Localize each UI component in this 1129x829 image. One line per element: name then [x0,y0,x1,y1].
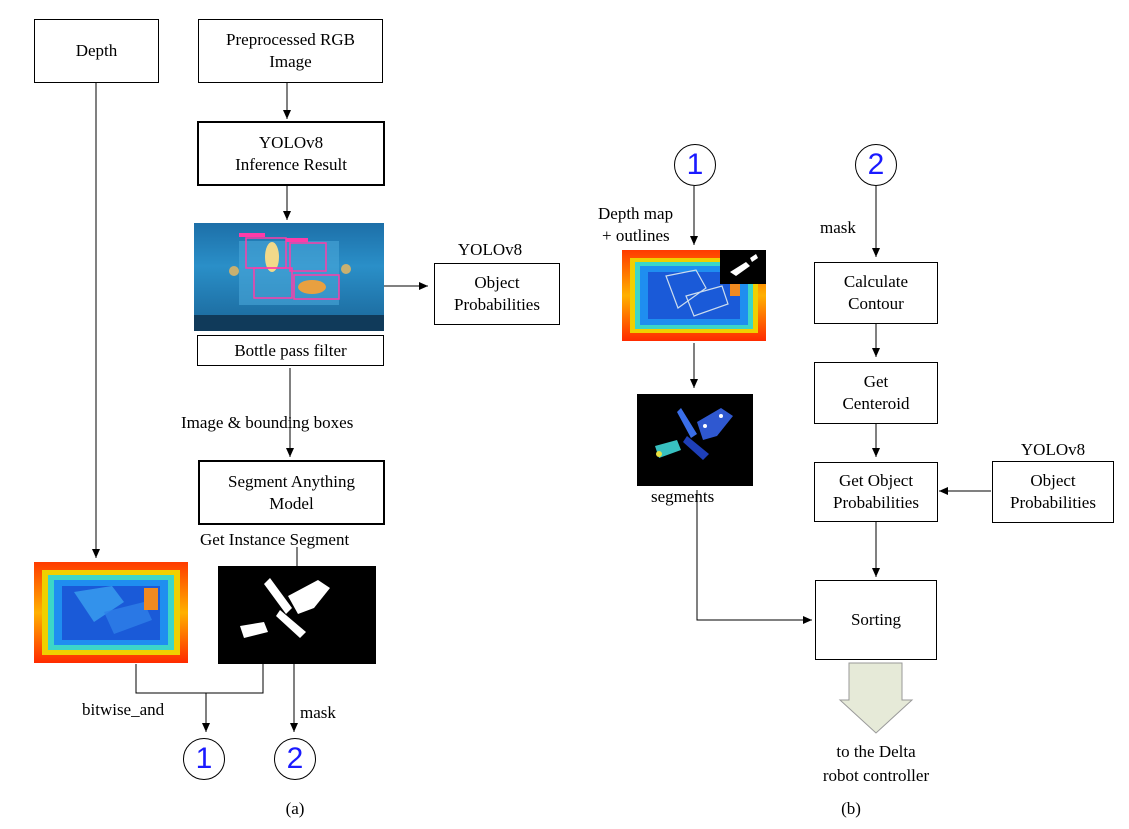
rgb-line1: Preprocessed RGB [226,30,355,49]
line-segment-join [206,664,264,694]
depth-image [34,562,188,663]
caption-a: (a) [285,799,305,818]
segment-mask-image [218,566,376,664]
instance-segment-label: Get Instance Segment [200,530,350,549]
contour-line1: Calculate [843,272,909,291]
image-bbox-label: Image & bounding boxes [181,413,354,432]
getprob-line2: Probabilities [833,493,919,512]
circle-1-b: 1 [674,144,716,186]
mask-label-a: mask [300,703,336,722]
bottle-filter-label: Bottle pass filter [234,340,347,360]
delta-line2: robot controller [822,766,930,785]
yolo-line2: Inference Result [235,154,347,174]
rgb-line2: Image [269,52,312,71]
mask-label-b: mask [820,218,856,237]
contour-line2: Contour [848,294,904,313]
arrow-segments-to-sorting [696,490,812,624]
big-down-arrow [838,662,914,734]
detection-image-content [194,233,384,331]
depth-map-line2: + outlines [602,226,670,245]
yolo-label-b: YOLOv8 [1020,440,1086,459]
centroid-line1: Get [863,372,889,391]
objprob-b-line2: Probabilities [1010,493,1096,512]
sorting-box: Sorting [815,580,937,660]
yolo-inference-box: YOLOv8 Inference Result [197,121,385,186]
centroid-line2: Centeroid [842,394,910,413]
sam-line1: Segment Anything [227,471,356,491]
object-probabilities-box-a: Object Probabilities [434,263,560,325]
depth-map-line1: Depth map [598,204,674,223]
caption-b: (b) [841,799,861,818]
get-centroid-box: Get Centeroid [814,362,938,424]
bottle-pass-filter-box: Bottle pass filter [197,335,384,366]
calculate-contour-box: Calculate Contour [814,262,938,324]
circle-1-a: 1 [183,738,225,780]
object-probabilities-box-b: Object Probabilities [992,461,1114,523]
yolo-line1: YOLOv8 [258,132,324,152]
depth-map-content [622,250,766,341]
depth-image-content [34,562,188,663]
objprob-a-line1: Object [474,273,520,292]
detection-image [194,223,384,331]
segments-label: segments [651,487,715,506]
sam-line2: Model [269,493,314,513]
depth-map-image [622,250,766,341]
circle-2-a: 2 [274,738,316,780]
bitwise-and-label: bitwise_and [82,700,165,719]
circle-2-b: 2 [855,144,897,186]
sam-box: Segment Anything Model [198,460,385,525]
depth-map-label: Depth map + outlines [598,203,673,247]
arrow-depthimg-to-circle1 [135,664,210,732]
segment-mask-content [240,578,330,638]
get-object-probabilities-box: Get Object Probabilities [814,462,938,522]
delta-line1: to the Delta [836,742,916,761]
yolo-label-a: YOLOv8 [457,240,523,259]
depth-label: Depth [75,41,118,60]
objprob-b-line1: Object [1030,471,1076,490]
segments-content [655,408,733,460]
objprob-a-line2: Probabilities [454,295,540,314]
rgb-image-box: Preprocessed RGB Image [198,19,383,83]
sorting-label: Sorting [850,610,902,629]
depth-box: Depth [34,19,159,83]
getprob-line1: Get Object [838,471,914,490]
delta-label: to the Delta robot controller [796,740,956,788]
segments-image [637,394,753,486]
